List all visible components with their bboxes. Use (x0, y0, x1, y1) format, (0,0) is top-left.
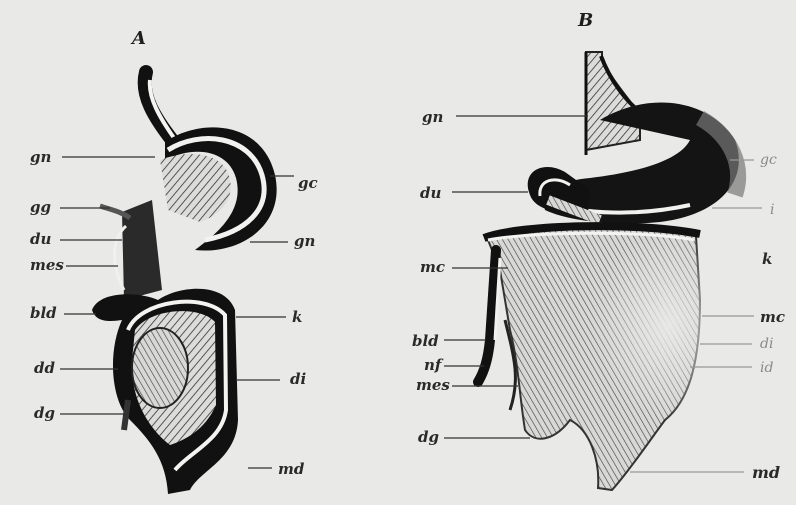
b-label-mc-right: mc (760, 308, 785, 326)
panel-a: A gn gg du (30, 28, 318, 494)
b-label-gc: gc (760, 152, 777, 168)
a-label-gc: gc (298, 174, 318, 192)
b-label-nf: nf (424, 356, 444, 374)
a-label-di: di (290, 370, 306, 388)
a-label-dg: dg (34, 404, 55, 422)
a-label-bld: bld (30, 304, 57, 322)
panel-b: B (412, 10, 785, 490)
b-duodenum (528, 167, 600, 220)
b-label-k: k (762, 250, 772, 268)
a-intestinal-loop (92, 289, 238, 494)
b-label-md: md (752, 463, 780, 482)
a-label-k: k (292, 308, 302, 326)
b-label-du: du (420, 184, 441, 202)
b-label-di: di (760, 336, 773, 352)
a-label-dd: dd (34, 359, 55, 377)
b-label-i: i (770, 202, 774, 218)
a-label-gg: gg (30, 198, 51, 216)
b-label-id: id (760, 360, 773, 376)
b-label-mc-left: mc (420, 258, 445, 276)
b-label-mes: mes (416, 376, 450, 394)
a-label-mes: mes (30, 256, 64, 274)
a-esophagus (145, 72, 174, 140)
panel-b-letter: B (577, 10, 593, 31)
b-esophagus (586, 52, 640, 155)
b-label-dg: dg (418, 428, 439, 446)
b-label-bld: bld (412, 332, 439, 350)
a-duodenum (100, 200, 162, 300)
a-label-du: du (30, 230, 51, 248)
panel-a-letter: A (130, 28, 146, 49)
a-stomach (160, 127, 277, 250)
a-label-gn-top: gn (30, 148, 51, 166)
b-label-gn: gn (422, 108, 443, 126)
a-label-md: md (278, 460, 305, 478)
a-label-gn-right: gn (294, 232, 315, 250)
b-mesentery (484, 226, 710, 490)
